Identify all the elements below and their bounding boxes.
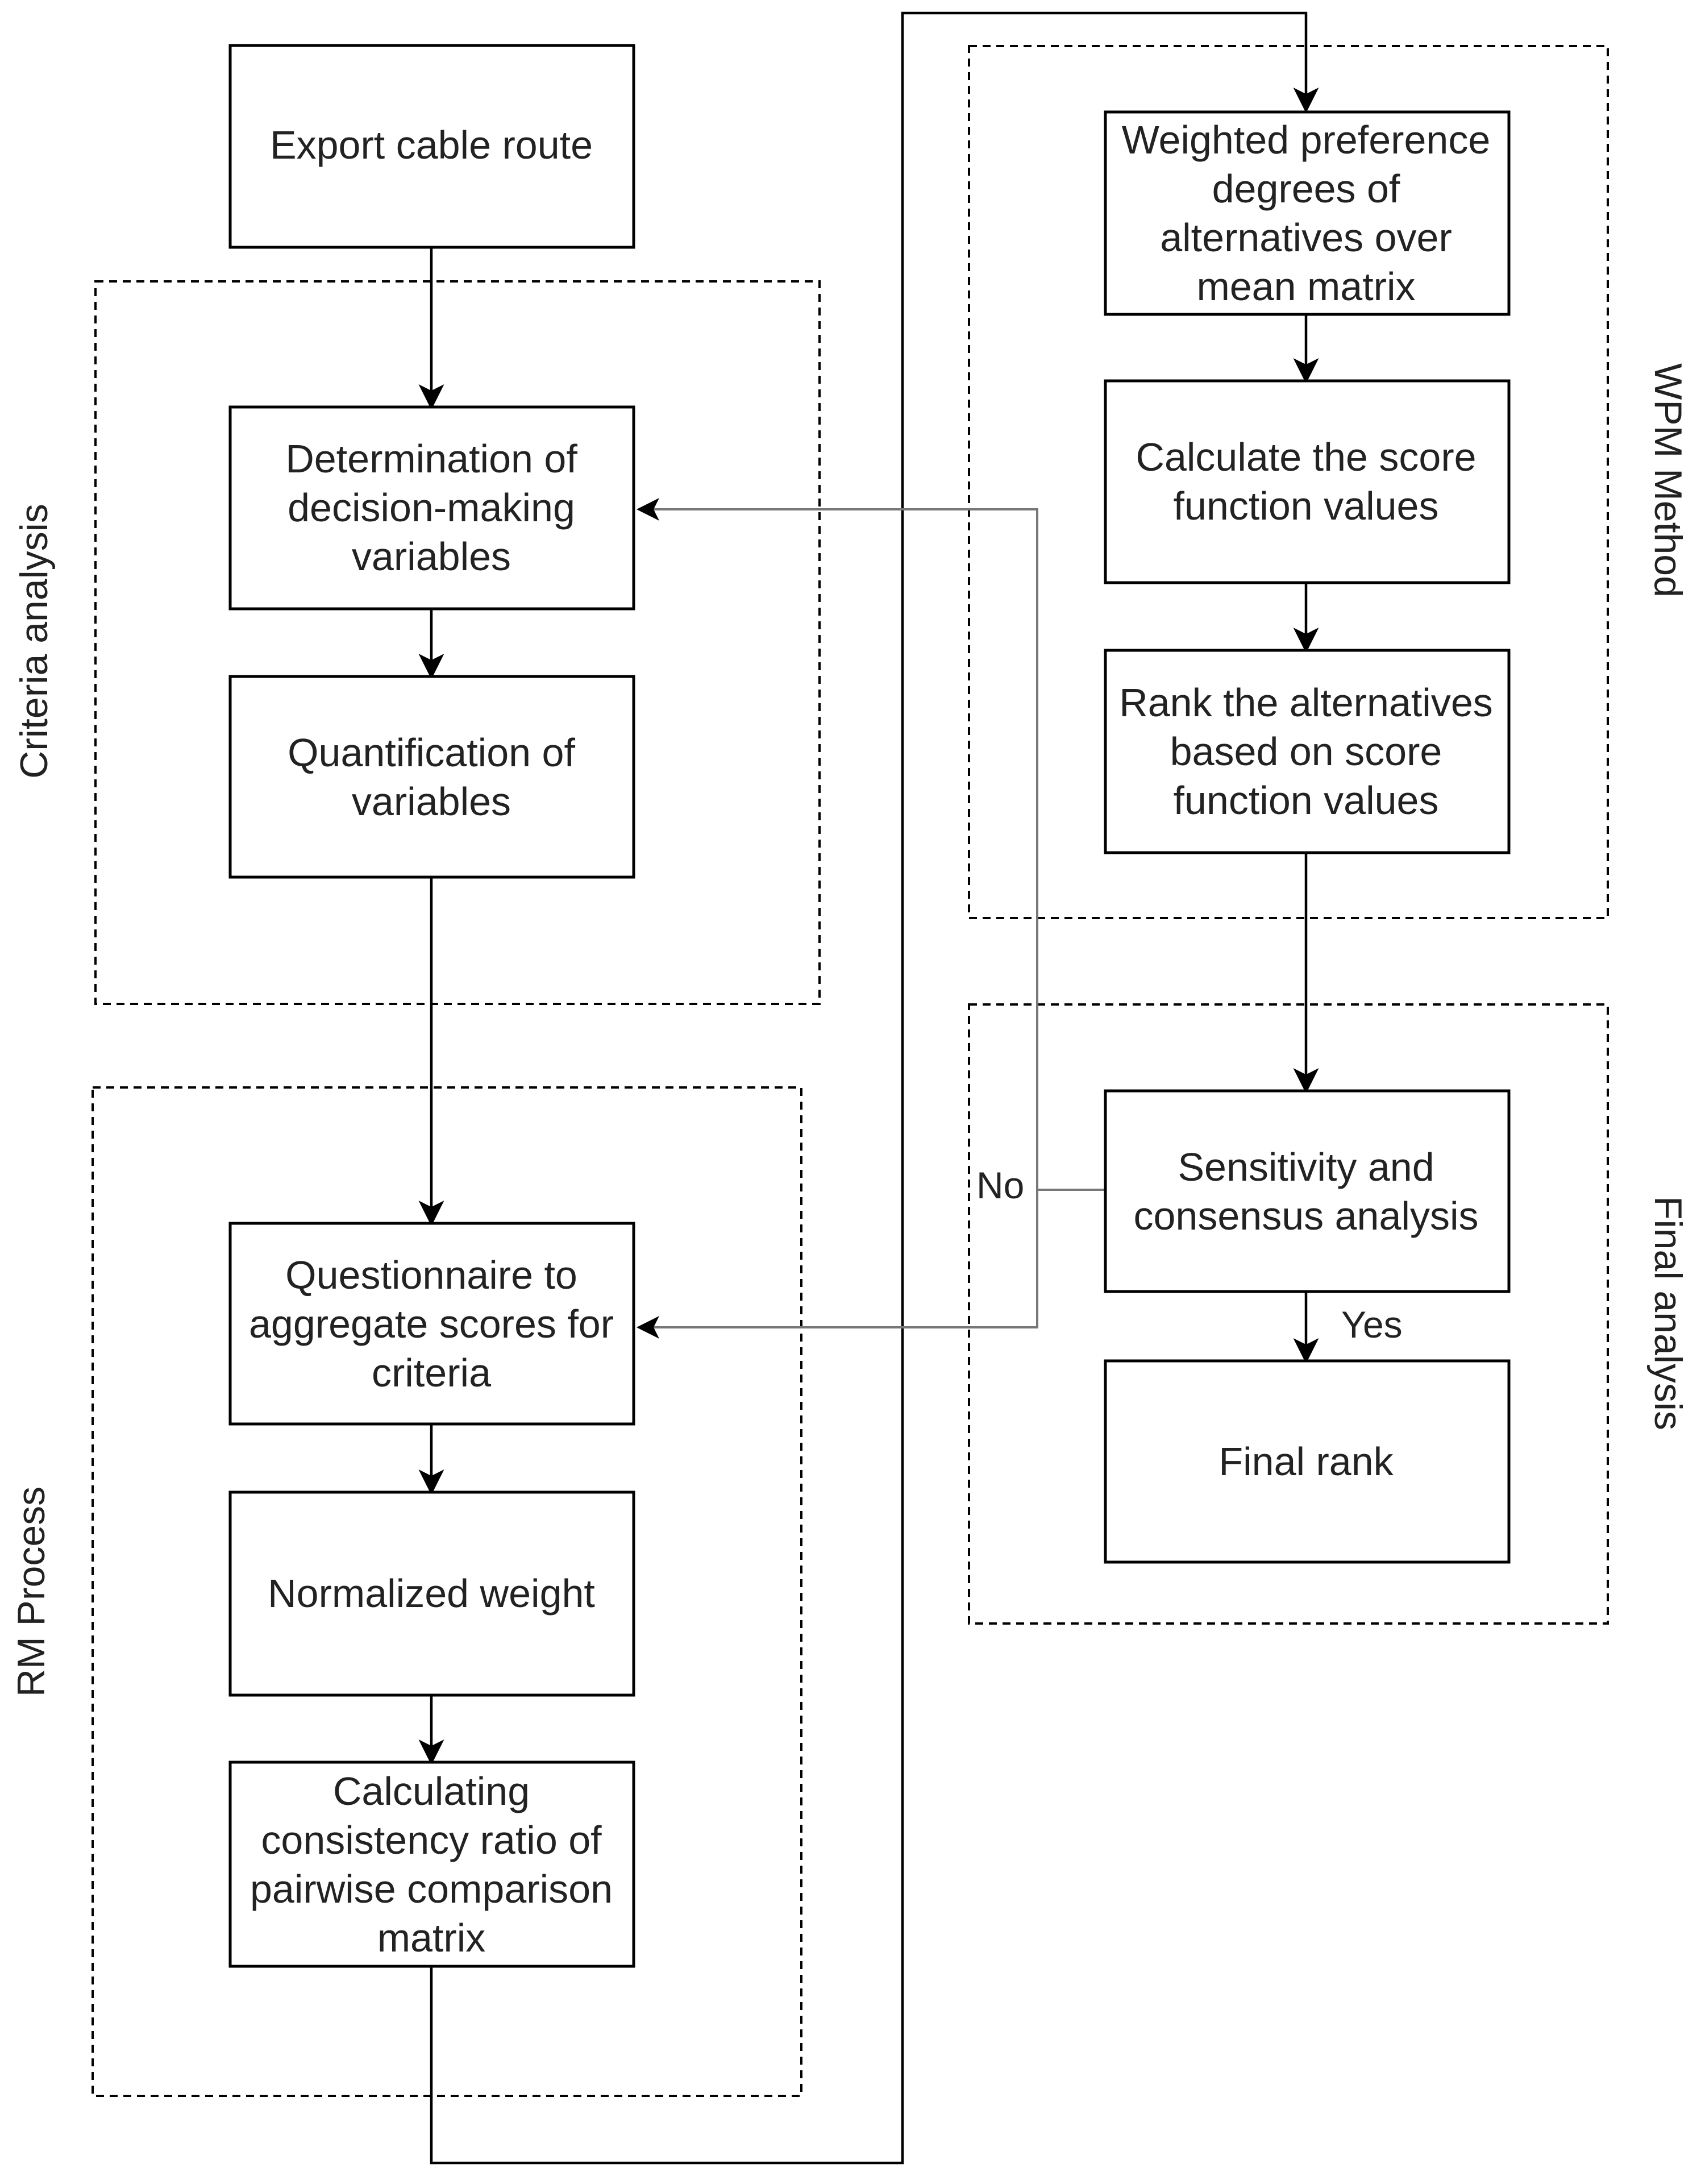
- node-label-line: variables: [352, 779, 511, 824]
- node-label-line: Calculate the score: [1136, 435, 1476, 479]
- group-criteria-analysis: [94, 280, 821, 1005]
- edge-label-yes: Yes: [1341, 1303, 1403, 1346]
- group-label-rm-process: RM Process: [10, 1487, 53, 1697]
- node-label-line: variables: [352, 534, 511, 579]
- feedback-line-to-determination: [637, 498, 1038, 1190]
- node-label-line: decision-making: [288, 485, 575, 530]
- group-wpm-method: [968, 45, 1609, 919]
- group-final-analysis: [968, 1003, 1609, 1625]
- node-label: Calculating consistency ratio of pairwise …: [250, 1769, 613, 1960]
- node-label: Normalized weight: [268, 1571, 595, 1616]
- node-label: Calculate the score function values: [1136, 435, 1476, 528]
- group-label-final-analysis: Final analysis: [1646, 1196, 1690, 1430]
- node-calculate-score-function: Calculate the score function values: [1104, 379, 1511, 584]
- node-label-line: Questionnaire to: [285, 1253, 577, 1297]
- node-label-line: based on score: [1170, 729, 1442, 774]
- edge-label-no: No: [976, 1164, 1024, 1206]
- node-label-line: alternatives over: [1160, 215, 1452, 260]
- node-final-rank: Final rank: [1104, 1359, 1511, 1564]
- node-label-line: mean matrix: [1196, 264, 1415, 309]
- node-label-line: function values: [1174, 778, 1439, 823]
- node-label: Sensitivity and consensus analysis: [1134, 1145, 1479, 1238]
- node-label-line: Normalized weight: [268, 1571, 595, 1616]
- node-label-line: aggregate scores for: [249, 1302, 614, 1346]
- node-label-line: Calculating: [333, 1769, 530, 1813]
- node-label-line: consensus analysis: [1134, 1194, 1479, 1238]
- node-label-line: Quantification of: [288, 730, 575, 775]
- node-label-line: function values: [1174, 484, 1439, 528]
- group-label-criteria-analysis: Criteria analysis: [13, 504, 56, 779]
- node-label-line: matrix: [377, 1916, 486, 1960]
- node-label: Final rank: [1218, 1439, 1394, 1484]
- node-label-line: Determination of: [285, 437, 577, 481]
- node-consistency-ratio: Calculating consistency ratio of pairwise …: [228, 1761, 635, 1968]
- node-label-line: pairwise comparison: [250, 1867, 613, 1911]
- node-questionnaire: Questionnaire to aggregate scores for crit…: [228, 1222, 635, 1426]
- connector-consistency-to-weighted: [430, 11, 1319, 2165]
- group-label-wpm-method: WPM Method: [1646, 363, 1690, 597]
- node-label-line: Export cable route: [270, 123, 593, 167]
- node-export-cable-route: Export cable route: [228, 44, 635, 249]
- node-normalized-weight: Normalized weight: [228, 1490, 635, 1697]
- node-label-line: criteria: [372, 1351, 491, 1395]
- node-label: Questionnaire to aggregate scores for crit…: [249, 1253, 614, 1395]
- node-label-line: Final rank: [1218, 1439, 1394, 1484]
- node-sensitivity-consensus-analysis: Sensitivity and consensus analysis: [1104, 1089, 1511, 1293]
- node-label: Export cable route: [270, 123, 593, 167]
- node-label-line: Rank the alternatives: [1119, 680, 1493, 725]
- node-label-line: Weighted preference: [1122, 118, 1491, 162]
- node-label-line: degrees of: [1212, 167, 1400, 211]
- node-label-line: consistency ratio of: [261, 1818, 602, 1862]
- feedback-line-to-questionnaire: [637, 1190, 1038, 1339]
- node-label-line: Sensitivity and: [1178, 1145, 1434, 1189]
